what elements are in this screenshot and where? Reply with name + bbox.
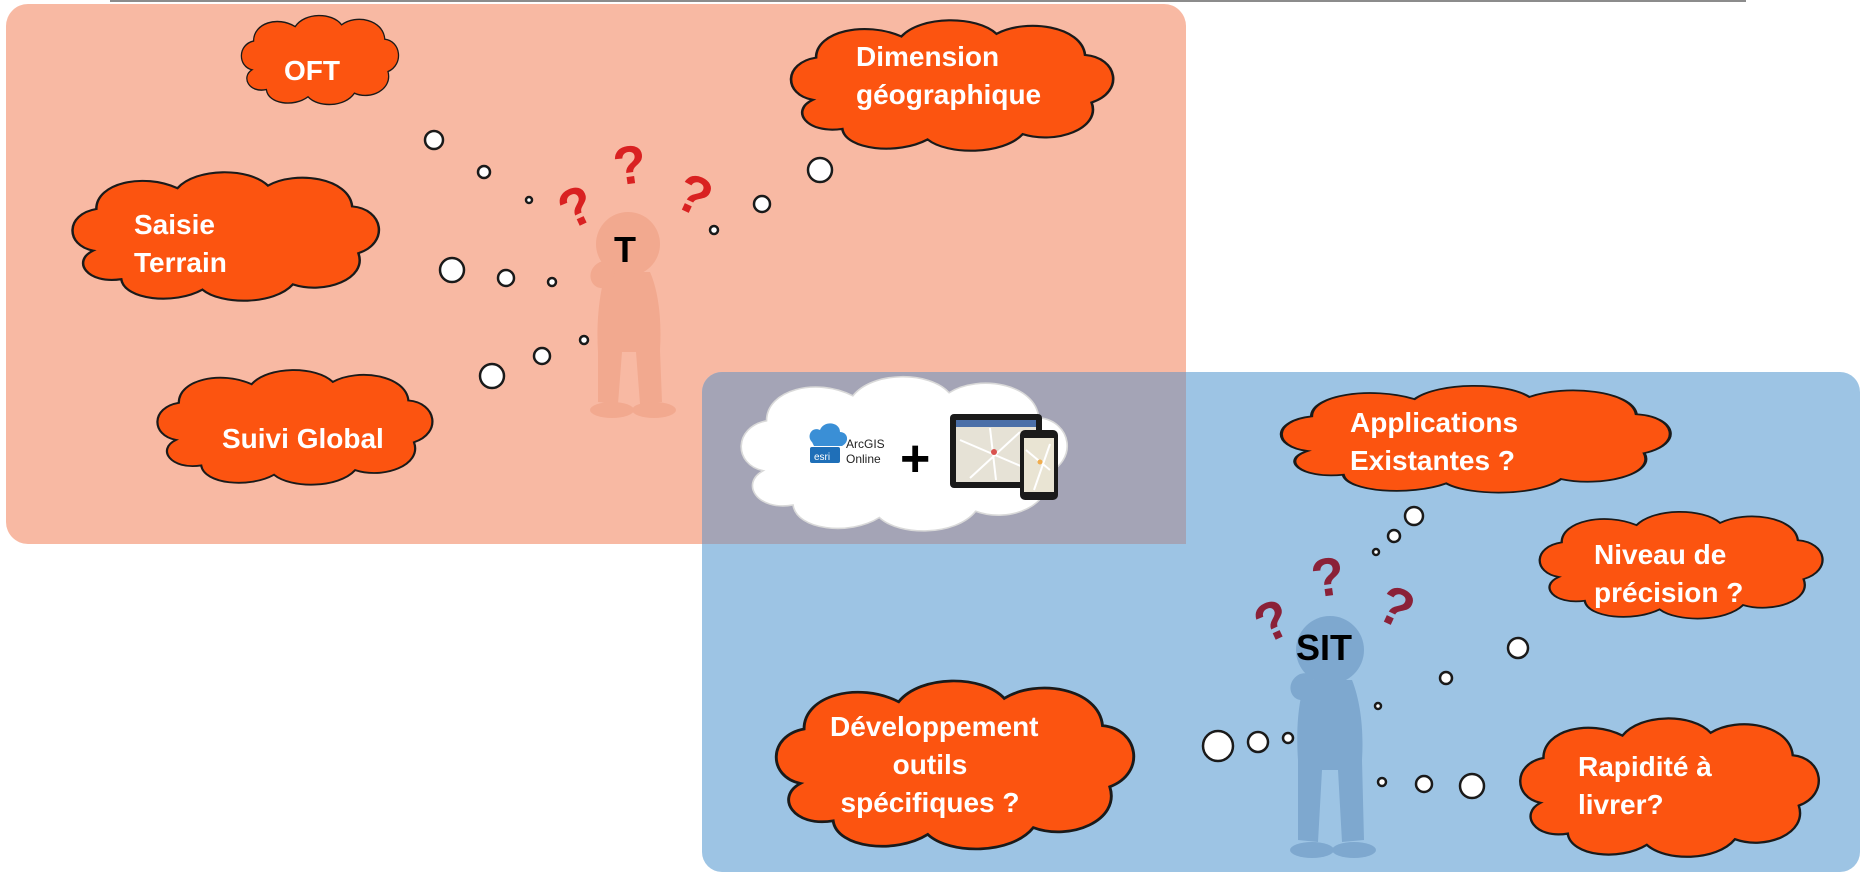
cloud-suivi-text: Suivi Global: [222, 420, 384, 458]
cloud-applications-text: Applications Existantes ?: [1350, 404, 1518, 480]
cloud-saisie-line-1: Saisie: [134, 209, 215, 240]
figure-label-t: T: [614, 229, 636, 270]
cloud-saisie-line-2: Terrain: [134, 247, 227, 278]
arcgis-label-line2: Online: [846, 452, 881, 466]
cloud-oft-line-1: OFT: [284, 55, 340, 86]
cloud-niveau-text: Niveau de précision ?: [1594, 536, 1743, 612]
cloud-rapidite-text: Rapidité à livrer?: [1578, 748, 1712, 824]
cloud-rapidite-line-2: livrer?: [1578, 789, 1664, 820]
cloud-niveau-line-1: Niveau de: [1594, 539, 1727, 570]
plus-sign: +: [900, 430, 930, 488]
cloud-niveau-line-2: précision ?: [1594, 577, 1744, 608]
tablet-and-phone-icon: [950, 414, 1058, 500]
svg-text:?: ?: [549, 173, 604, 241]
svg-text:?: ?: [1245, 587, 1300, 655]
cloud-saisie-text: Saisie Terrain: [134, 206, 227, 282]
figure-label-sit: SIT: [1296, 627, 1352, 668]
cloud-developpement-line-3: spécifiques ?: [840, 787, 1020, 818]
esri-label: esri: [814, 452, 830, 463]
arcgis-label-line1: ArcGIS: [846, 437, 885, 451]
cloud-dimension-text: Dimension géographique: [856, 38, 1041, 114]
cloud-applications-line-1: Applications: [1350, 407, 1519, 438]
cloud-dimension-line-2: géographique: [856, 79, 1042, 110]
cloud-oft-text: OFT: [284, 52, 340, 90]
cloud-developpement-text: Développement outils spécifiques ?: [830, 708, 1039, 822]
thought-dots-top: [423, 129, 834, 390]
cloud-dimension-line-1: Dimension: [856, 41, 1000, 72]
svg-text:?: ?: [1368, 573, 1423, 641]
header-rule: [110, 0, 1746, 2]
svg-text:?: ?: [1307, 546, 1348, 610]
cloud-applications-line-2: Existantes ?: [1350, 445, 1515, 476]
svg-text:?: ?: [666, 161, 721, 229]
cloud-suivi-line-1: Suivi Global: [222, 423, 384, 454]
cloud-rapidite-line-1: Rapidité à: [1578, 751, 1712, 782]
cloud-developpement-line-1: Développement: [830, 711, 1039, 742]
arcgis-logo-icon: [809, 423, 848, 463]
thinking-figure-top: [590, 212, 676, 418]
svg-text:?: ?: [609, 134, 650, 198]
thinking-figure-bottom: [1290, 616, 1376, 858]
thought-dots-bottom: [1201, 505, 1530, 800]
cloud-developpement-line-2: outils: [892, 749, 968, 780]
